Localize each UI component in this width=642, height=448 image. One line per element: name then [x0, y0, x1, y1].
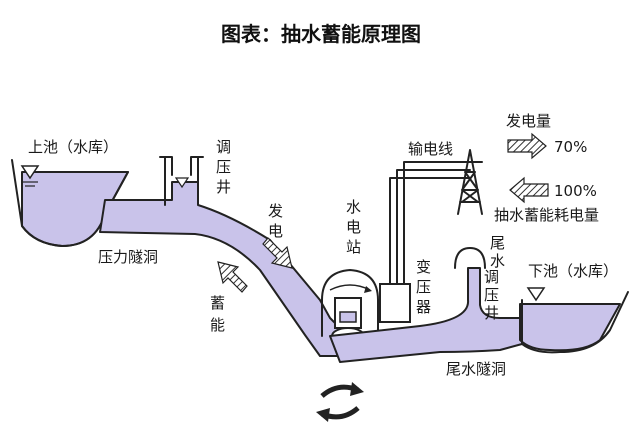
surge-level-icon — [174, 177, 190, 189]
transmission-tower-icon — [457, 149, 483, 215]
label-pumping-consumption: 抽水蓄能耗电量 — [494, 206, 599, 224]
page-title: 图表：抽水蓄能原理图 — [221, 22, 421, 46]
label-hydro-station-2: 电 — [346, 218, 361, 236]
striped-arrow-right-icon — [507, 132, 547, 160]
label-surge-shaft-upper-1: 调 — [216, 138, 231, 156]
transmission-line — [389, 161, 471, 285]
striped-arrow-left-icon — [509, 176, 549, 204]
water-level-icon — [526, 287, 546, 302]
label-store-1: 蓄 — [210, 294, 225, 312]
label-lower-reservoir: 下池（水库） — [528, 262, 618, 280]
water-level-icon — [20, 165, 40, 187]
label-hydro-station-3: 站 — [346, 238, 361, 256]
label-store-2: 能 — [210, 316, 225, 334]
transformer — [378, 283, 411, 323]
label-pumping-pct: 100% — [554, 182, 597, 200]
label-generation-pct: 70% — [554, 138, 587, 156]
label-generate-1: 发 — [268, 202, 283, 220]
label-tailwater-tunnel: 尾水隧洞 — [446, 360, 506, 378]
label-hydro-station-1: 水 — [346, 198, 361, 216]
rotation-arrows-icon — [316, 382, 364, 422]
label-upper-reservoir: 上池（水库） — [28, 138, 118, 156]
label-generate-2: 电 — [268, 222, 283, 240]
powerhouse — [321, 269, 379, 345]
label-pressure-tunnel: 压力隧洞 — [98, 248, 158, 266]
label-transformer-2: 压 — [416, 278, 431, 296]
striped-arrow-up-icon — [217, 261, 248, 293]
label-transformer-3: 器 — [416, 298, 431, 316]
label-surge-shaft-upper-2: 压 — [216, 158, 231, 176]
lower-reservoir — [519, 287, 629, 354]
label-tailwater-1: 尾 — [490, 234, 505, 252]
tailwater-tunnel — [329, 247, 523, 363]
label-surge-shaft-lower-3: 井 — [484, 304, 499, 322]
label-surge-shaft-lower-2: 压 — [484, 286, 499, 304]
label-generation: 发电量 — [506, 112, 551, 130]
label-tailwater-2: 水 — [490, 252, 505, 270]
label-surge-shaft-lower-1: 调 — [484, 268, 499, 286]
label-transmission-line: 输电线 — [408, 140, 453, 158]
striped-arrow-down-icon — [262, 237, 293, 269]
label-transformer-1: 变 — [416, 258, 431, 276]
label-surge-shaft-upper-3: 井 — [216, 178, 231, 196]
